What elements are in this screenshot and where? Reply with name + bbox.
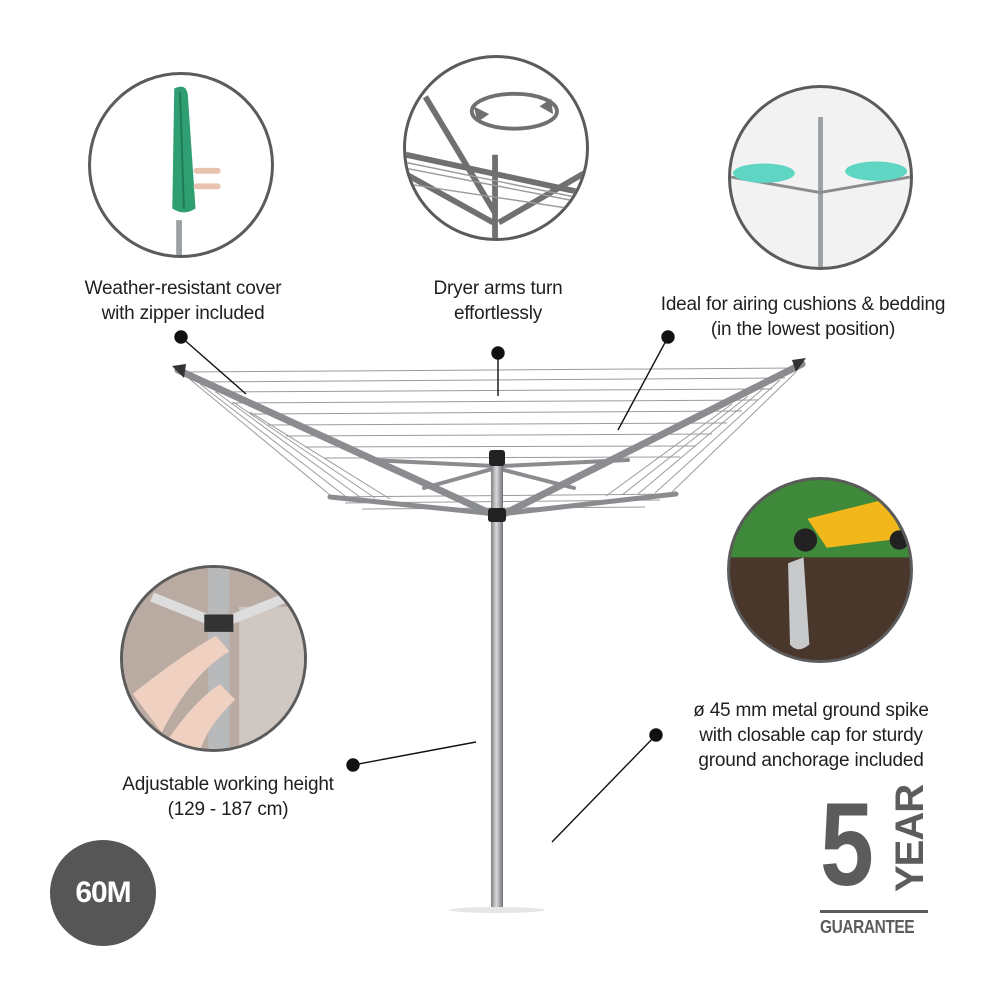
line-length-badge: 60M — [50, 840, 156, 946]
caption-spike-line1: ø 45 mm metal ground spike — [693, 700, 929, 721]
airing-detail-circle — [728, 85, 913, 270]
caption-spike: ø 45 mm metal ground spike with closable… — [676, 698, 946, 773]
caption-height-line1: Adjustable working height — [122, 774, 334, 795]
caption-cover-line1: Weather-resistant cover — [84, 278, 282, 299]
height-adjust-icon — [123, 568, 304, 749]
caption-spike-line3: ground anchorage included — [698, 750, 924, 771]
cover-bag-icon — [172, 86, 221, 255]
callout-leaders — [174, 330, 675, 843]
caption-airing-line1: Ideal for airing cushions & bedding — [660, 294, 946, 315]
guarantee-divider — [820, 910, 928, 913]
cover-detail-circle — [88, 72, 274, 258]
caption-arms-line2: effortlessly — [453, 303, 543, 324]
guarantee-label: GUARANTEE — [820, 917, 915, 937]
washing-lines — [184, 367, 799, 510]
caption-airing: Ideal for airing cushions & bedding (in … — [640, 292, 966, 342]
guarantee-logo: 5 YEAR GUARANTEE — [818, 785, 932, 945]
caption-spike-line2: with closable cap for sturdy — [699, 725, 923, 746]
ground-spike-icon — [730, 480, 910, 660]
height-detail-circle — [120, 565, 307, 752]
caption-height-line2: (129 - 187 cm) — [167, 799, 289, 820]
caption-arms: Dryer arms turn effortlessly — [400, 276, 596, 326]
arms-detail-circle — [403, 55, 589, 241]
dryer-arms — [174, 360, 806, 520]
caption-height: Adjustable working height (129 - 187 cm) — [90, 772, 366, 822]
cushions-icon — [731, 117, 910, 267]
guarantee-number: 5 — [820, 779, 874, 911]
caption-cover: Weather-resistant cover with zipper incl… — [60, 276, 306, 326]
caption-arms-line1: Dryer arms turn — [433, 278, 563, 299]
dryer-pole — [491, 462, 503, 910]
guarantee-year: YEAR — [888, 784, 932, 892]
rotate-arrows-icon — [406, 91, 586, 238]
caption-cover-line2: with zipper included — [101, 303, 265, 324]
spike-detail-circle — [727, 477, 913, 663]
caption-airing-line2: (in the lowest position) — [710, 319, 896, 340]
